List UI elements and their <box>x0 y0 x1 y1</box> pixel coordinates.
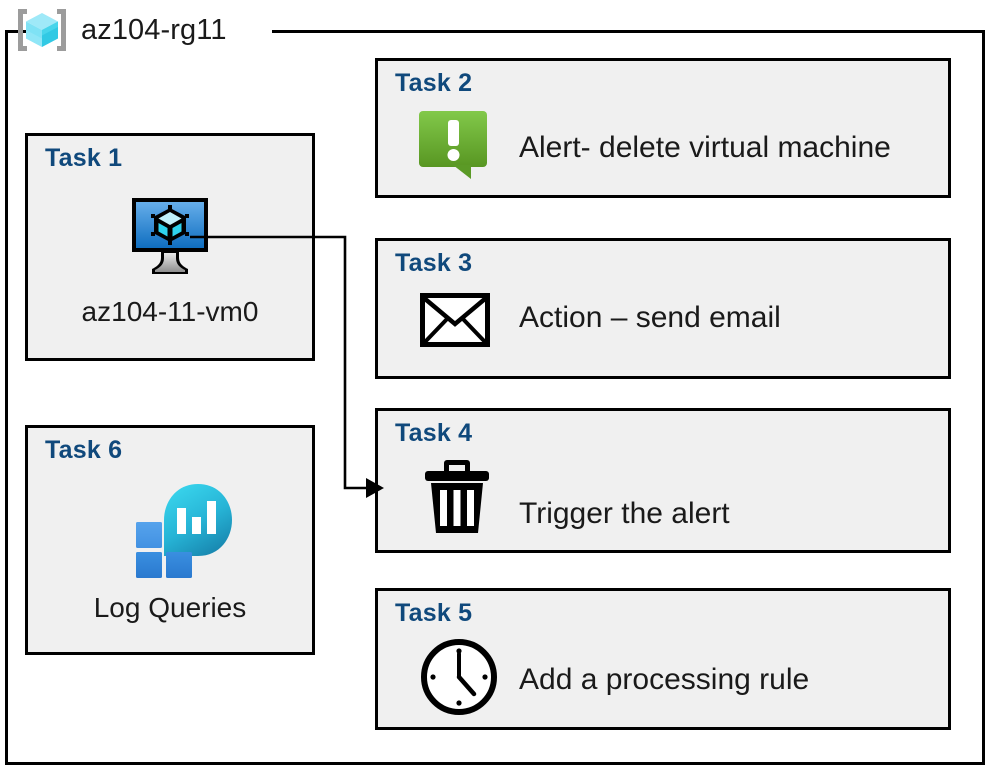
card-task4[interactable]: Task 4 Trigger the alert <box>375 408 951 553</box>
card-task2-title: Task 2 <box>395 69 473 97</box>
card-task5[interactable]: Task 5 Add a processing rule <box>375 588 951 730</box>
card-task3[interactable]: Task 3 Action – send email <box>375 238 951 379</box>
card-task6[interactable]: Task 6 <box>25 425 315 655</box>
log-analytics-icon <box>128 476 238 586</box>
container-border-right <box>982 30 985 765</box>
azure-resource-group-icon <box>13 6 71 54</box>
card-task3-label: Action – send email <box>519 301 781 334</box>
resource-group-name: az104-rg11 <box>81 13 227 46</box>
card-task4-label: Trigger the alert <box>519 497 730 530</box>
container-border-bottom <box>5 762 985 765</box>
clock-icon <box>419 637 499 717</box>
envelope-icon <box>420 293 490 347</box>
trash-can-icon <box>423 457 491 537</box>
card-task3-title: Task 3 <box>395 249 473 277</box>
card-task6-title: Task 6 <box>45 436 123 464</box>
container-border-top-right <box>272 30 985 33</box>
resource-group-header: az104-rg11 <box>13 0 227 60</box>
card-task2[interactable]: Task 2 Alert- delete virtual machine <box>375 58 951 198</box>
virtual-machine-icon <box>122 196 217 278</box>
container-border-left <box>5 30 8 765</box>
arrowhead-right-icon <box>366 478 384 498</box>
card-task2-label: Alert- delete virtual machine <box>519 131 891 164</box>
card-task1-label: az104-11-vm0 <box>81 296 259 327</box>
card-task1[interactable]: Task 1 <box>25 133 315 361</box>
card-task1-title: Task 1 <box>45 144 123 172</box>
resource-group-container: az104-rg11 <box>5 9 985 765</box>
card-task4-title: Task 4 <box>395 419 473 447</box>
card-task6-label: Log Queries <box>93 592 247 623</box>
card-task5-title: Task 5 <box>395 599 473 627</box>
card-task5-label: Add a processing rule <box>519 663 810 696</box>
alert-bubble-icon <box>417 109 489 181</box>
